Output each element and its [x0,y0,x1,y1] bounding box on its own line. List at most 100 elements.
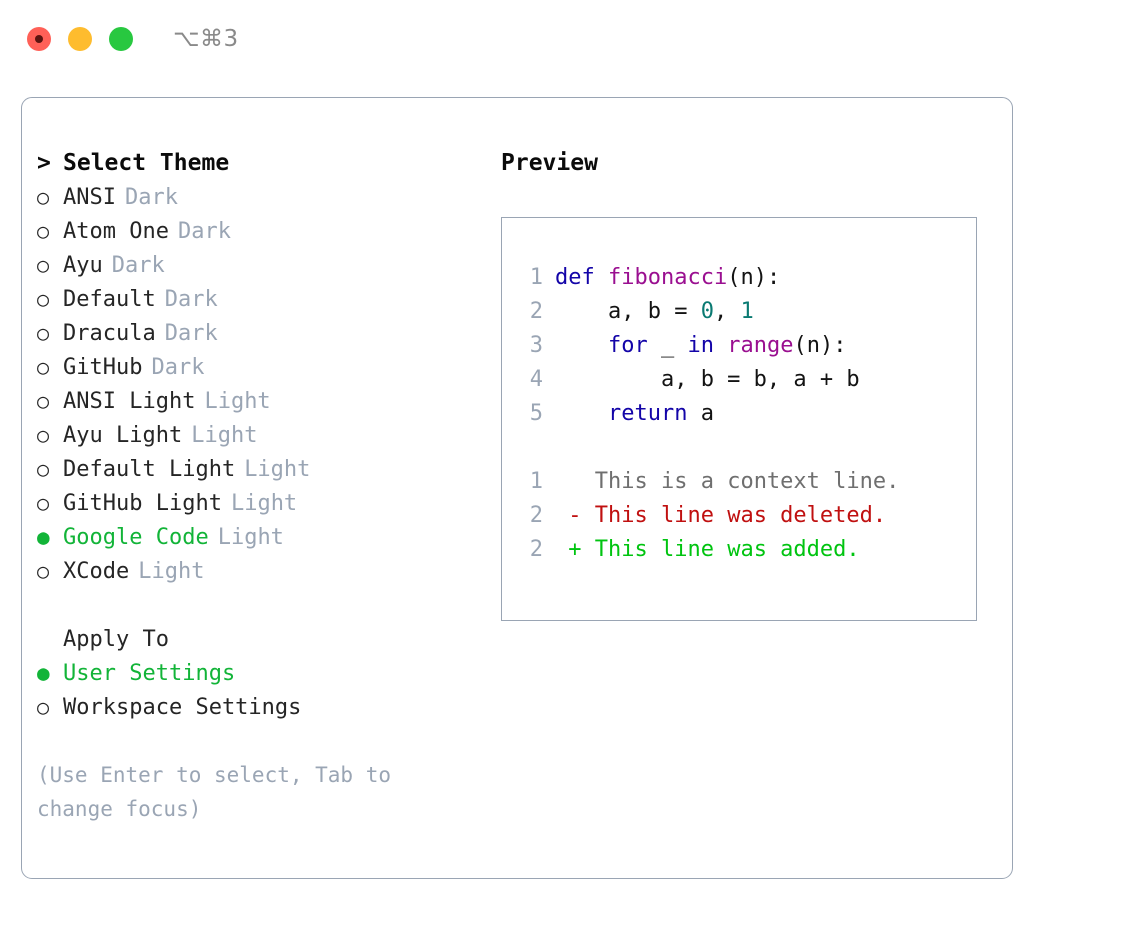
radio-unselected-icon: ○ [37,389,50,413]
theme-option-category: Dark [164,321,218,346]
code-line: 5 return a [517,397,970,431]
code-line: 3 for _ in range(n): [517,329,970,363]
radio-unselected-icon: ○ [37,457,50,481]
code-line: 4 a, b = b, a + b [517,363,970,397]
theme-option-ayu[interactable]: ○ Ayu Dark [37,248,487,282]
theme-option-category: Light [230,491,298,516]
code-token: (n): [793,333,847,358]
theme-option-name: Dracula [63,321,156,346]
radio-unselected-icon: ○ [37,321,50,345]
code-token: in [687,333,714,358]
theme-option-default-light[interactable]: ○ Default Light Light [37,452,487,486]
keyboard-shortcut-label: ⌥⌘3 [173,26,239,52]
code-token: range [727,333,794,358]
line-number: 2 [529,537,543,562]
radio-unselected-icon: ○ [37,355,50,379]
radio-selected-icon: ● [37,525,50,549]
code-token: _ [647,333,688,358]
theme-option-category: Dark [151,355,205,380]
line-number: 5 [529,401,543,426]
radio-unselected-icon: ○ [37,253,50,277]
code-token: for [607,333,648,358]
code-token: a, b = [555,299,701,324]
apply-to-option-name: Workspace Settings [63,695,302,720]
diff-text: This line was deleted. [594,503,887,528]
theme-option-name: Default Light [63,457,236,482]
line-number: 4 [529,367,543,392]
theme-option-category: Dark [111,253,165,278]
theme-option-category: Light [217,525,284,550]
theme-option-dracula[interactable]: ○ Dracula Dark [37,316,487,350]
preview-title: Preview [501,150,598,176]
diff-marker: + [555,537,595,562]
radio-unselected-icon: ○ [37,491,50,515]
select-theme-header: >Select Theme [37,146,487,180]
code-token: (n): [727,265,781,290]
keyboard-hint-text: (Use Enter to select, Tab to change focu… [37,763,392,821]
traffic-light-controls [27,27,133,51]
theme-option-default[interactable]: ○ Default Dark [37,282,487,316]
radio-unselected-icon: ○ [37,559,50,583]
diff-line: 2 - This line was deleted. [517,499,970,533]
radio-unselected-icon: ○ [37,287,50,311]
section-spacer [37,588,487,622]
code-token [595,265,608,290]
theme-option-category: Dark [164,287,218,312]
code-line: 2 a, b = 0, 1 [517,295,970,329]
apply-to-label: Apply To [63,627,169,652]
theme-option-xcode[interactable]: ○ XCode Light [37,554,487,588]
theme-option-category: Light [244,457,311,482]
theme-option-github-light[interactable]: ○ GitHub Light Light [37,486,487,520]
spacer-bullet: ○ [37,622,63,656]
code-token: 0 [700,299,714,324]
maximize-window-button[interactable] [109,27,133,51]
theme-option-name: GitHub [63,355,143,380]
theme-option-name: Google Code [63,525,209,550]
apply-to-option-workspace-settings[interactable]: ○ Workspace Settings [37,690,487,724]
line-number: 2 [529,299,543,324]
minimize-window-button[interactable] [68,27,92,51]
code-token [555,401,608,426]
apply-to-option-user-settings[interactable]: ●User Settings [37,656,487,690]
theme-option-name: Ayu [63,253,103,278]
radio-unselected-icon: ○ [37,185,50,209]
theme-option-category: Dark [177,219,231,244]
code-token: return [607,401,688,426]
code-token: a, b = b, a + b [555,367,860,392]
diff-marker [555,469,595,494]
code-token: def [555,265,595,290]
code-token: 1 [740,299,754,324]
theme-option-category: Light [138,559,205,584]
code-token: fibonacci [608,265,728,290]
theme-option-github[interactable]: ○ GitHub Dark [37,350,487,384]
line-number: 1 [529,469,543,494]
apply-to-option-name: User Settings [63,661,236,686]
code-token: , [713,299,741,324]
title-bar: ⌥⌘3 [0,0,1140,78]
diff-marker: - [555,503,595,528]
diff-text: This line was added. [594,537,860,562]
diff-line: 1 This is a context line. [517,465,970,499]
radio-unselected-icon: ○ [37,219,50,243]
diff-line: 2 + This line was added. [517,533,970,567]
radio-unselected-icon: ○ [37,695,50,719]
close-window-button[interactable] [27,27,51,51]
theme-option-name: Default [63,287,156,312]
theme-option-name: XCode [63,559,130,584]
theme-option-category: Light [204,389,271,414]
caret-icon: > [37,150,51,176]
line-number: 2 [529,503,543,528]
code-token [714,333,727,358]
theme-option-name: GitHub Light [63,491,222,516]
theme-option-name: Ayu Light [63,423,183,448]
theme-option-google-code[interactable]: ● Google Code Light [37,520,487,554]
